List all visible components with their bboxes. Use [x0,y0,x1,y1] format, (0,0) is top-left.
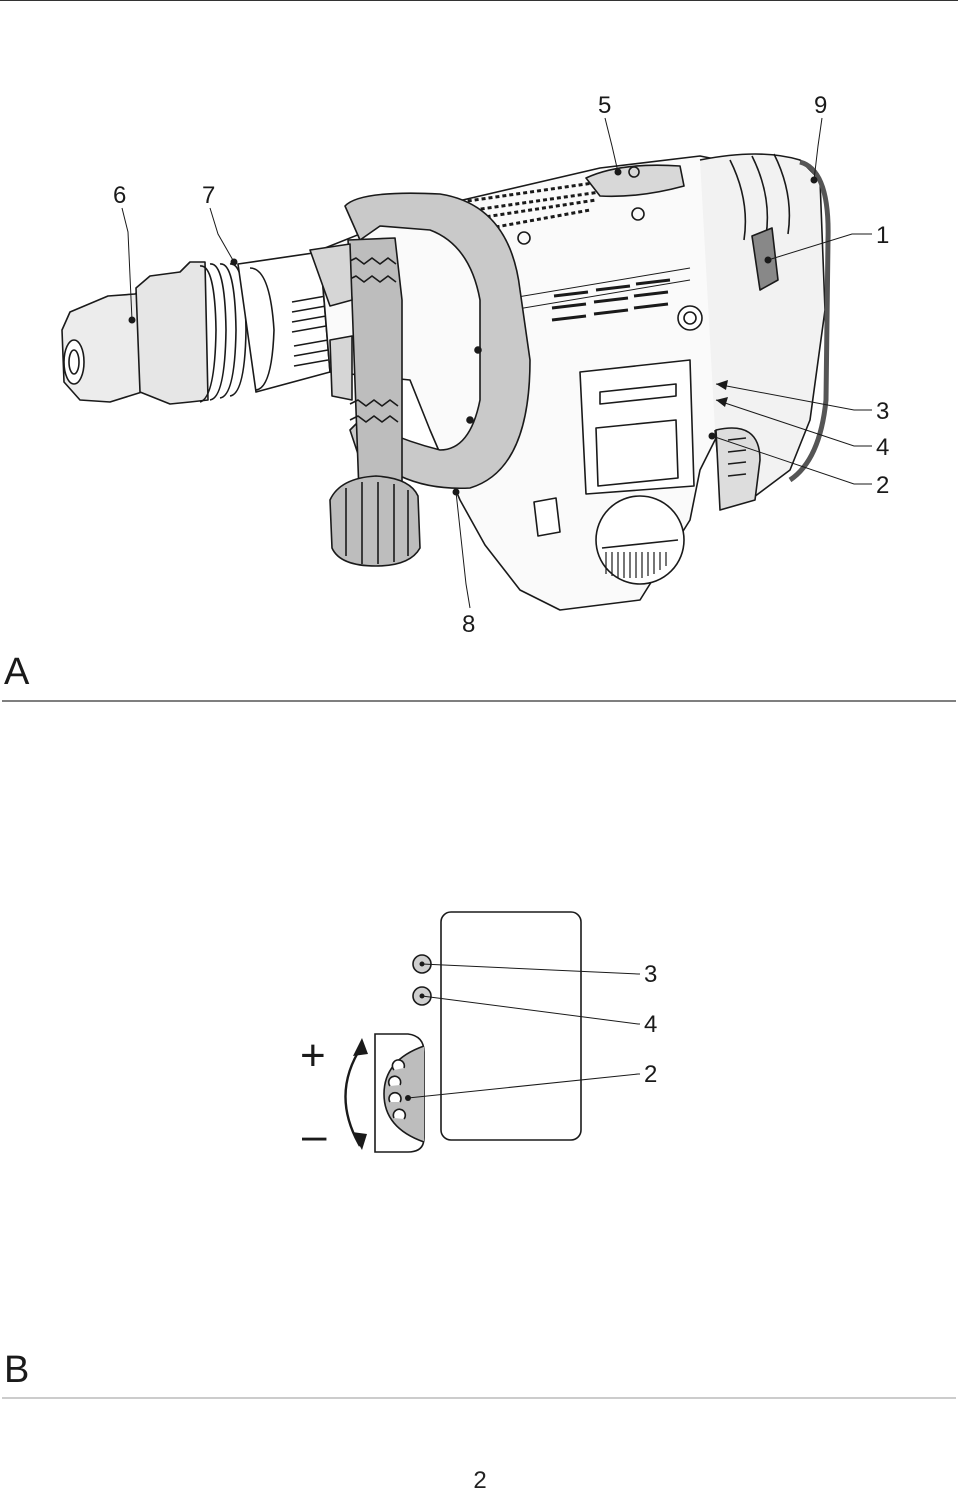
minus-symbol: – [302,1111,327,1160]
speed-selector-detail [344,911,582,1153]
callout-b-4: 4 [644,1011,657,1038]
chuck-sleeve [135,261,209,405]
leader-lines-a [121,117,872,609]
callout-9: 9 [814,92,827,119]
arrowhead-3 [716,380,728,390]
dot-2 [405,1095,411,1101]
front-collar [237,251,331,393]
callout-b-2: 2 [644,1061,657,1088]
figure-letter-b: B [4,1349,29,1391]
dot-4 [419,993,425,999]
arrow-down-head [352,1132,367,1150]
callout-2: 2 [876,472,889,499]
cable-sleeve [788,159,831,483]
callout-3: 3 [876,398,889,425]
hammer-drawing [61,153,831,611]
figure-letter-a: A [4,651,30,693]
rear-grip [715,427,761,511]
rear-housing [699,153,826,501]
side-handle-knob [329,475,421,567]
callout-b-3: 3 [644,961,657,988]
arrow-up-head [353,1038,368,1056]
plus-symbol: + [300,1031,326,1080]
leader-lines-b [407,963,640,1099]
adjust-arrow [344,1045,363,1147]
callout-8: 8 [462,611,475,638]
arrowhead-4 [716,397,728,407]
callout-6: 6 [113,182,126,209]
dot-3 [419,961,425,967]
top-border [0,0,958,1]
callout-1: 1 [876,222,889,249]
page-number: 2 [473,1467,487,1494]
callout-5: 5 [598,92,611,119]
d-handle [344,192,531,490]
mode-switch [585,164,685,198]
panel-outline [440,911,582,1141]
callout-4: 4 [876,434,889,461]
callout-7: 7 [202,182,215,209]
